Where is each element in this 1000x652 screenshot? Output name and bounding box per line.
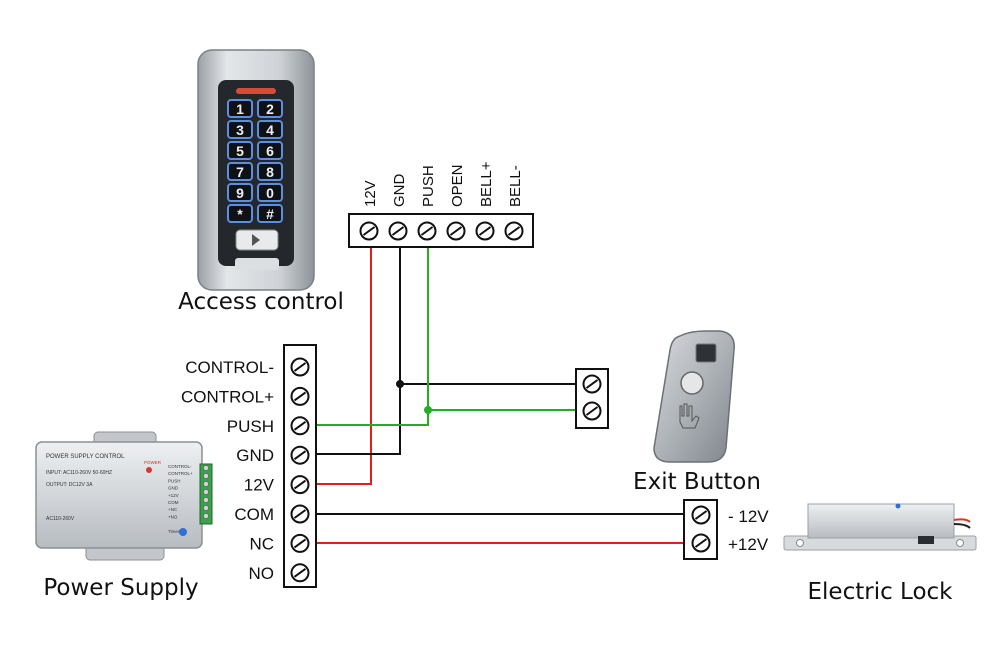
wire-red-12v: [316, 248, 372, 485]
junction-gnd: [396, 380, 404, 388]
electric-lock-device: [783, 503, 977, 551]
controller-terminal-screw: [417, 221, 437, 241]
psu-terminal-label: COM: [234, 505, 274, 524]
controller-terminal-label: GND: [391, 174, 408, 208]
psu-terminal-label: 12V: [244, 476, 275, 495]
psu-terminal-screw: [290, 475, 310, 495]
exit-button-terminal-block: [575, 368, 609, 429]
psu-output-spec: OUTPUT: DC12V 3A: [46, 482, 93, 488]
psu-terminal-screw: [290, 386, 310, 406]
key-label: 2: [266, 101, 274, 117]
wires: [316, 248, 684, 544]
key-label: 1: [236, 101, 244, 117]
key-button: [227, 162, 253, 181]
key-label: 4: [266, 122, 274, 138]
psu-terminal-screw: [290, 416, 310, 436]
key-label: 0: [266, 185, 274, 201]
psu-input-spec: INPUT: AC110-260V 50-60HZ: [46, 470, 112, 476]
key-label: 5: [236, 143, 244, 159]
controller-terminal-label: 12V: [362, 180, 379, 207]
psu-panel-terminal-label: CONTROL+: [168, 471, 193, 476]
key-label: 9: [236, 185, 244, 201]
controller-terminal-label: PUSH: [420, 165, 437, 207]
key-button: [227, 204, 253, 223]
wire-black-gnd: [316, 248, 401, 455]
key-label: 3: [236, 122, 244, 138]
bell-icon: [252, 234, 260, 246]
key-button: [257, 120, 283, 139]
hand-icon: [679, 403, 700, 429]
psu-terminal-screw: [290, 357, 310, 377]
psu-terminal-label: NO: [249, 564, 275, 583]
key-button: [257, 204, 283, 223]
key-button: [227, 183, 253, 202]
lock-terminal-minus: - 12V: [728, 507, 769, 526]
power-supply-device: POWER SUPPLY CONTROL INPUT: AC110-260V 5…: [35, 431, 213, 561]
psu-terminal-screw: [290, 533, 310, 553]
psu-terminal-label: GND: [236, 446, 274, 465]
exit-button-caption: Exit Button: [633, 469, 761, 495]
psu-terminal-screw: [290, 563, 310, 583]
key-button: [227, 120, 253, 139]
controller-terminal-screw: [359, 221, 379, 241]
key-button: [227, 141, 253, 160]
status-led-icon: [236, 88, 276, 94]
psu-terminal-label: CONTROL+: [181, 387, 274, 406]
access-control-device: 1 2 3 4 5 6 7 8 9 0 * #: [197, 49, 315, 291]
power-led-icon: [146, 467, 152, 473]
wire-green-push: [316, 248, 429, 426]
controller-terminal-label: BELL-: [507, 165, 524, 207]
psu-terminal-screw: [290, 445, 310, 465]
push-button-icon: [680, 371, 704, 395]
psu-terminal-block: CONTROL- CONTROL+ PUSH GND 12V COM NC NO: [181, 344, 317, 588]
key-label: 7: [236, 164, 244, 180]
power-supply-caption: Power Supply: [43, 575, 198, 601]
access-control-caption: Access control: [178, 289, 344, 315]
psu-terminal-label: CONTROL-: [185, 358, 274, 377]
controller-terminal-label: BELL+: [478, 161, 495, 207]
psu-panel-title: POWER SUPPLY CONTROL: [46, 454, 125, 460]
controller-terminal-label: OPEN: [449, 164, 466, 207]
controller-terminal-block: 12V GND PUSH OPEN BELL+ BELL-: [348, 161, 534, 248]
key-label: *: [237, 206, 243, 222]
exit-button-device: [653, 330, 735, 463]
key-label: #: [266, 206, 274, 222]
key-label: 6: [266, 143, 274, 159]
controller-terminal-screw: [388, 221, 408, 241]
key-button: [257, 183, 283, 202]
key-label: 8: [266, 164, 274, 180]
keypad: 1 2 3 4 5 6 7 8 9 0 * #: [227, 99, 283, 223]
psu-panel-terminal-label: GND: [168, 486, 179, 491]
junction-push: [424, 406, 432, 414]
psu-panel-terminal-label: +12V: [168, 493, 179, 498]
controller-terminal-screw: [504, 221, 524, 241]
psu-terminal-screw: [290, 504, 310, 524]
psu-panel-terminal-label: COM: [168, 500, 179, 505]
electric-lock-caption: Electric Lock: [808, 579, 954, 605]
key-button: [257, 99, 283, 118]
key-button: [257, 162, 283, 181]
psu-panel-terminal-label: +NC: [168, 507, 178, 512]
key-button: [227, 99, 253, 118]
key-button: [257, 141, 283, 160]
psu-power-label: POWER: [144, 460, 162, 465]
psu-terminal-label: PUSH: [227, 417, 274, 436]
controller-terminal-screw: [446, 221, 466, 241]
timer-knob-icon: [179, 528, 187, 536]
psu-model: AC110-260V: [46, 516, 75, 522]
psu-panel-terminal-label: PUSH: [168, 478, 181, 483]
psu-terminal-label: NC: [249, 534, 274, 553]
psu-panel-terminal-label: CONTROL-: [168, 464, 192, 469]
psu-panel-terminal-label: +NO: [168, 514, 178, 519]
controller-terminal-screw: [475, 221, 495, 241]
lock-terminal-plus: +12V: [728, 535, 769, 554]
lock-icon: [695, 343, 717, 363]
lock-terminal-block: - 12V +12V: [683, 499, 769, 560]
psu-timer-label: Timer: [168, 529, 180, 534]
